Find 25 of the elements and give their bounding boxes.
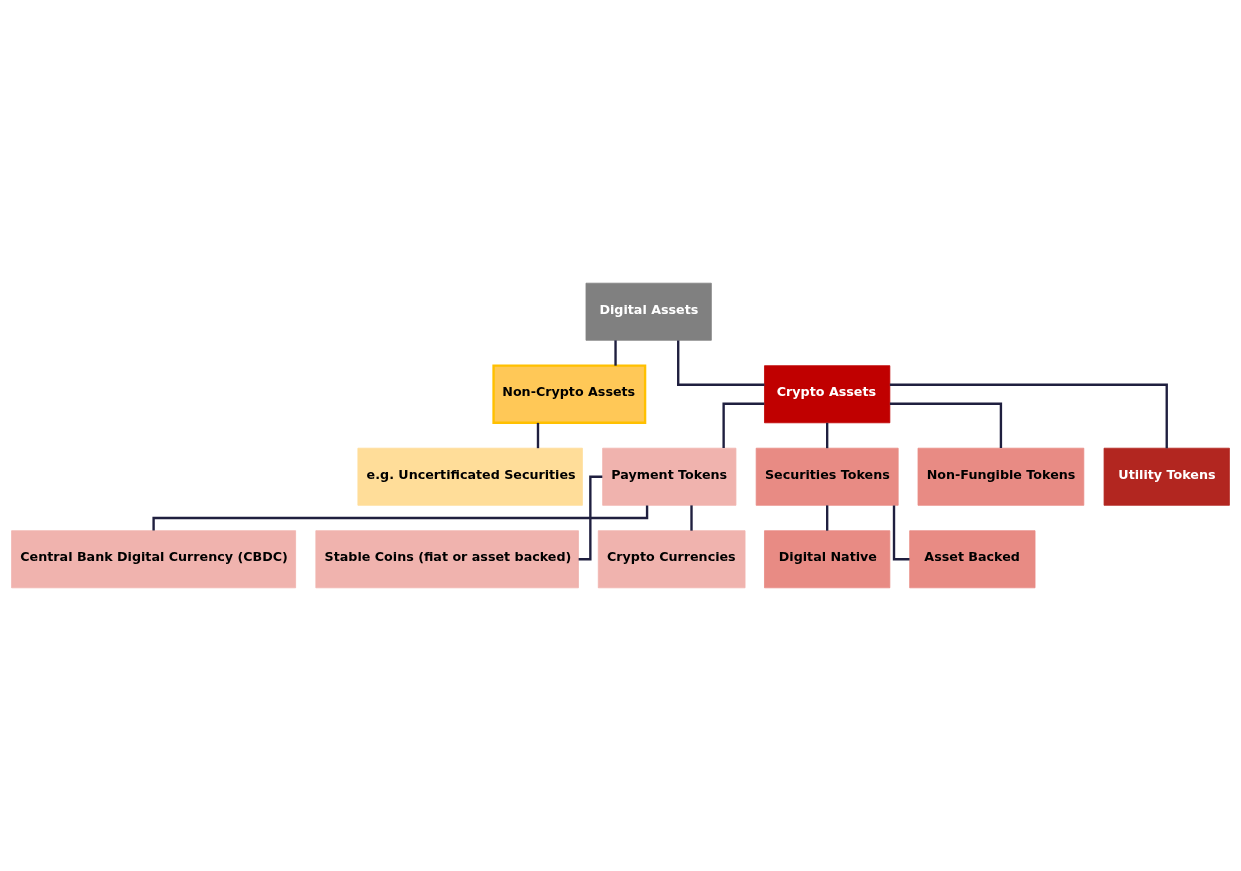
connector: [690, 505, 693, 531]
connector: [889, 402, 1003, 449]
connector: [825, 422, 829, 449]
connector: [892, 505, 910, 561]
node-box: Payment Tokens: [602, 447, 737, 506]
node-box: Crypto Assets: [764, 365, 891, 424]
node-box: e.g. Uncertificated Securities: [357, 447, 583, 506]
node-box: Central Bank Digital Currency (CBDC): [11, 530, 296, 589]
node-box: Stable Coins (fiat or asset backed): [315, 530, 579, 589]
node-box: Utility Tokens: [1103, 447, 1230, 506]
node-box: Asset Backed: [909, 530, 1036, 589]
node-box: Crypto Currencies: [597, 530, 746, 589]
node-box: Digital Assets: [585, 282, 712, 341]
connector: [722, 402, 765, 449]
connector: [889, 383, 1168, 449]
connector: [578, 475, 603, 561]
node-box: Non-Crypto Assets: [492, 364, 647, 424]
connector: [825, 505, 829, 531]
node-box: Digital Native: [764, 530, 891, 589]
connector: [152, 505, 649, 531]
node-box: Securities Tokens: [755, 447, 899, 506]
connector: [677, 340, 765, 386]
node-box: Non-Fungible Tokens: [917, 447, 1085, 506]
connector: [536, 422, 540, 449]
connector: [614, 340, 617, 366]
